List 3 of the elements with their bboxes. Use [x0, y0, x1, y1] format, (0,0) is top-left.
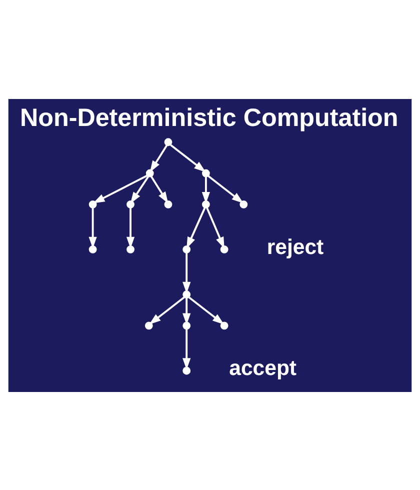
node-label: accept	[229, 356, 297, 380]
diagram-title: Non-Deterministic Computation	[20, 103, 398, 132]
node-label: reject	[266, 234, 324, 258]
